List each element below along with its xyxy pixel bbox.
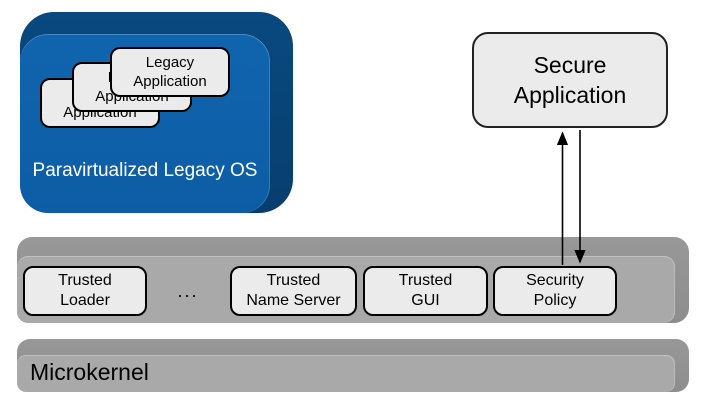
trusted-loader-box: Trusted Loader	[23, 266, 147, 316]
legacy-application-label: Legacy Application	[133, 54, 207, 90]
trusted-loader-label: Trusted Loader	[58, 272, 112, 309]
security-policy-box: Security Policy	[493, 266, 617, 316]
microkernel-label: Microkernel	[30, 359, 149, 385]
trusted-gui-box: Trusted GUI	[363, 266, 488, 316]
security-policy-label: Security Policy	[526, 272, 584, 309]
secure-application-box: Secure Application	[472, 32, 668, 128]
legacy-os-label: Paravirtualized Legacy OS	[32, 160, 258, 181]
ellipsis-label: ...	[177, 281, 199, 301]
trusted-name-server-box: Trusted Name Server	[230, 266, 357, 316]
trusted-gui-label: Trusted GUI	[398, 272, 453, 309]
legacy-application-box-front: Legacy Application	[110, 47, 230, 97]
trusted-name-server-label: Trusted Name Server	[246, 272, 341, 309]
microkernel-face	[17, 355, 675, 392]
secure-application-label: Secure Application	[513, 52, 627, 108]
